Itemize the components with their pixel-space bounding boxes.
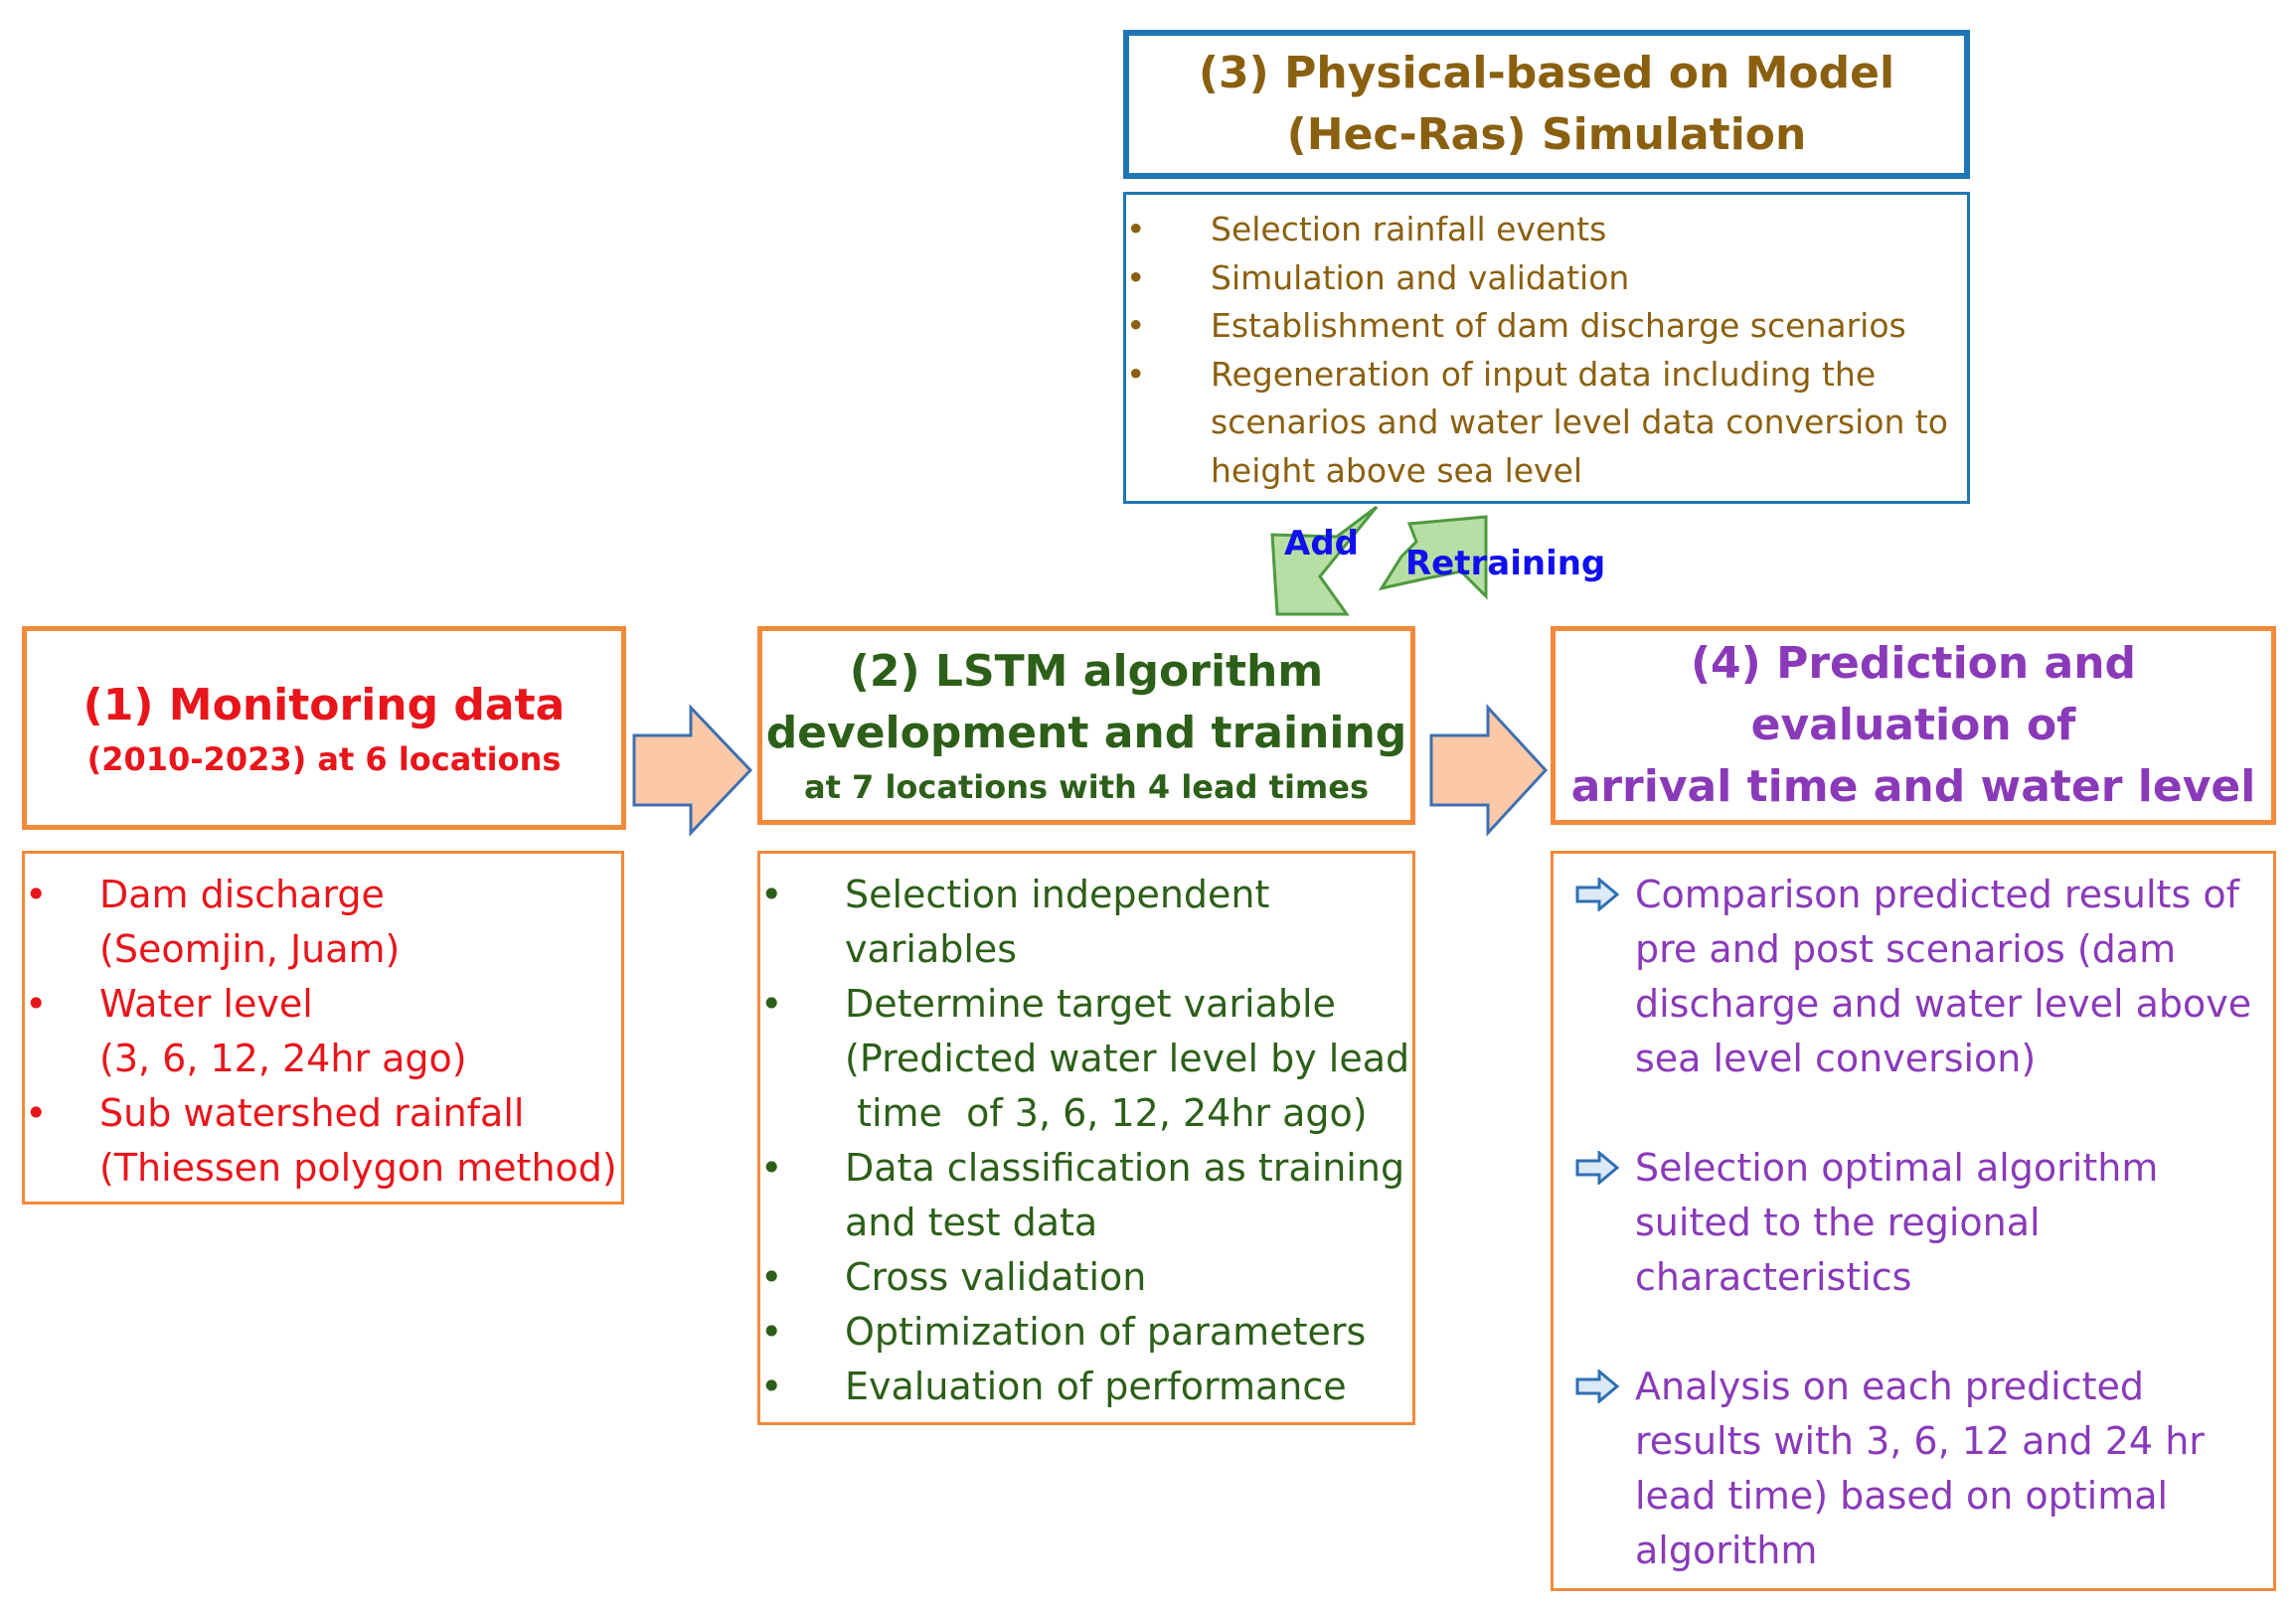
list-item: Analysis on each predicted results with … <box>1554 1360 2273 1578</box>
lstm-subtitle: at 7 locations with 4 lead times <box>804 768 1369 806</box>
curved-arrow-icon <box>1378 515 1488 600</box>
list-item: •Establishment of dam discharge scenario… <box>1126 302 1967 351</box>
bullet-icon: • <box>1126 354 1146 394</box>
list-item-continuation: (Thiessen polygon method) <box>99 1146 617 1190</box>
physical-model-header: (3) Physical-based on Model (Hec-Ras) Si… <box>1123 30 1970 179</box>
retraining-label: Retraining <box>1405 544 1606 583</box>
list-item: •Regeneration of input data including th… <box>1126 351 1967 496</box>
small-arrow-right-icon <box>1575 1369 1619 1403</box>
list-item: Comparison predicted results of pre and … <box>1554 868 2273 1086</box>
bullet-icon: • <box>25 982 48 1026</box>
bullet-icon: • <box>1126 306 1146 345</box>
list-item-continuation: (3, 6, 12, 24hr ago) <box>99 1037 467 1080</box>
physical-model-title-line1: (3) Physical-based on Model <box>1198 48 1895 98</box>
bullet-icon: • <box>760 1146 783 1190</box>
prediction-panel: Comparison predicted results of pre and … <box>1551 851 2276 1591</box>
lstm-title-line1: (2) LSTM algorithm <box>849 646 1324 697</box>
list-item: •Dam discharge <box>25 868 621 922</box>
list-item: •Sub watershed rainfall <box>25 1086 621 1141</box>
bullet-icon: • <box>25 1091 48 1135</box>
physical-model-title-line2: (Hec-Ras) Simulation <box>1286 109 1807 160</box>
lstm-header: (2) LSTM algorithm development and train… <box>757 626 1415 825</box>
physical-model-list: •Selection rainfall events •Simulation a… <box>1126 206 1967 495</box>
prediction-list: Comparison predicted results of pre and … <box>1554 868 2273 1578</box>
bullet-icon: • <box>760 1365 783 1408</box>
monitoring-data-panel: •Dam discharge (Seomjin, Juam) •Water le… <box>22 851 624 1205</box>
block-arrow-right-icon <box>1429 704 1549 837</box>
physical-model-panel: •Selection rainfall events •Simulation a… <box>1123 192 1970 504</box>
lstm-title-line2: development and training <box>765 708 1407 758</box>
list-item: •Cross validation <box>760 1250 1412 1305</box>
bullet-icon: • <box>760 1255 783 1299</box>
bullet-icon: • <box>760 982 783 1026</box>
list-item-continuation: (Seomjin, Juam) <box>99 927 401 971</box>
monitoring-data-subtitle: (2010-2023) at 6 locations <box>86 739 562 778</box>
prediction-title-line2: arrival time and water level <box>1570 761 2256 812</box>
list-item: •Evaluation of performance <box>760 1360 1412 1414</box>
block-arrow-right-icon <box>632 704 753 837</box>
list-item: •Water level <box>25 977 621 1032</box>
small-arrow-right-icon <box>1575 878 1619 911</box>
list-item: •Simulation and validation <box>1126 254 1967 303</box>
prediction-title-line1: (4) Prediction and evaluation of <box>1690 638 2137 750</box>
bullet-icon: • <box>760 1310 783 1354</box>
small-arrow-right-icon <box>1575 1151 1619 1185</box>
bullet-icon: • <box>25 873 48 916</box>
bullet-icon: • <box>760 873 783 916</box>
list-item: Selection optimal algorithm suited to th… <box>1554 1141 2273 1305</box>
add-label: Add <box>1284 524 1359 564</box>
monitoring-data-header: (1) Monitoring data (2010-2023) at 6 loc… <box>22 626 626 830</box>
prediction-header: (4) Prediction and evaluation of arrival… <box>1551 626 2276 825</box>
list-item: •Optimization of parameters <box>760 1305 1412 1360</box>
monitoring-data-list: •Dam discharge (Seomjin, Juam) •Water le… <box>25 868 621 1196</box>
curved-arrow-icon <box>1270 505 1379 616</box>
list-item: •Determine target variable(Predicted wat… <box>760 977 1412 1141</box>
bullet-icon: • <box>1126 210 1146 248</box>
monitoring-data-title: (1) Monitoring data <box>82 679 566 730</box>
bullet-icon: • <box>1126 257 1146 297</box>
list-item: •Selection rainfall events <box>1126 206 1967 254</box>
